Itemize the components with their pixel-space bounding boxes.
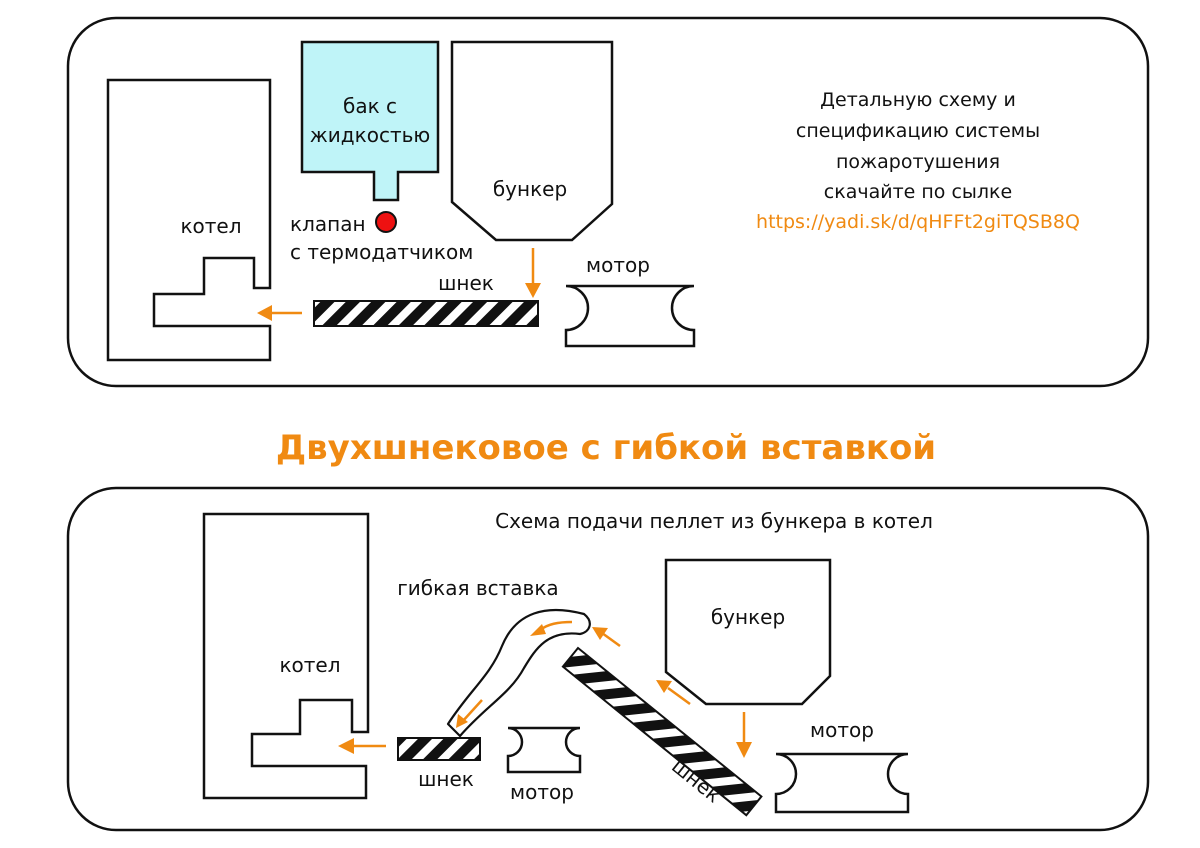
valve-label-line1: клапан [290, 212, 366, 236]
bottom-down-arrow-icon [736, 742, 752, 758]
small-motor-label: мотор [510, 780, 574, 804]
bottom-hopper-label: бункер [711, 605, 785, 629]
bottom-left-arrow-icon [338, 738, 354, 754]
flex-arrow-lower-icon [456, 714, 468, 728]
top-motor-outline [564, 284, 696, 348]
auger-arrow-lower-icon [656, 680, 672, 693]
flex-arrow-upper-icon [530, 624, 546, 636]
liquid-tank [300, 40, 440, 202]
small-auger-label: шнек [418, 767, 474, 791]
big-auger [561, 646, 763, 817]
top-auger-label: шнек [438, 271, 494, 295]
section-title: Двухшнековое с гибкой вставкой [276, 428, 936, 468]
note-line4: скачайте по сылке [824, 181, 1012, 203]
small-auger [397, 737, 481, 761]
tank-label-line2: жидкостью [310, 123, 430, 147]
download-link[interactable]: https://yadi.sk/d/qHFFt2giTQSB8Q [756, 211, 1080, 233]
top-hopper-label: бункер [493, 177, 567, 201]
top-down-arrow-icon [525, 283, 541, 298]
bottom-boiler-label: котел [279, 653, 340, 677]
note-line3: пожаротушения [836, 151, 1000, 173]
auger-arrow-upper-shaft [601, 631, 621, 648]
bottom-boiler-outline [202, 512, 370, 800]
flex-arrow-lower [461, 699, 483, 723]
bottom-panel-frame [66, 486, 1150, 832]
auger-arrow-lower-shaft [667, 686, 691, 706]
top-auger [313, 300, 539, 327]
tank-label-line1: бак с [343, 94, 397, 118]
small-motor-outline [506, 726, 582, 774]
auger-arrow-upper-icon [592, 627, 608, 640]
note-line2: спецификацию системы [796, 120, 1040, 142]
flex-insert-label: гибкая вставка [397, 576, 558, 600]
big-auger-group [561, 646, 763, 817]
big-motor-label: мотор [810, 718, 874, 742]
bottom-caption: Схема подачи пеллет из бункера в котел [495, 509, 933, 533]
top-boiler-outline [106, 78, 272, 362]
note-line1: Детальную схему и [820, 89, 1016, 111]
thermo-valve-icon [375, 211, 397, 233]
flexible-insert [446, 608, 591, 738]
top-boiler-label: котел [180, 214, 241, 238]
bottom-hopper-outline [664, 558, 832, 706]
top-left-arrow-icon [257, 305, 272, 321]
top-motor-label: мотор [586, 253, 650, 277]
top-panel-frame [66, 16, 1150, 388]
top-hopper-outline [450, 40, 614, 242]
big-motor-outline [774, 752, 910, 814]
valve-label-line2: с термодатчиком [290, 240, 473, 264]
